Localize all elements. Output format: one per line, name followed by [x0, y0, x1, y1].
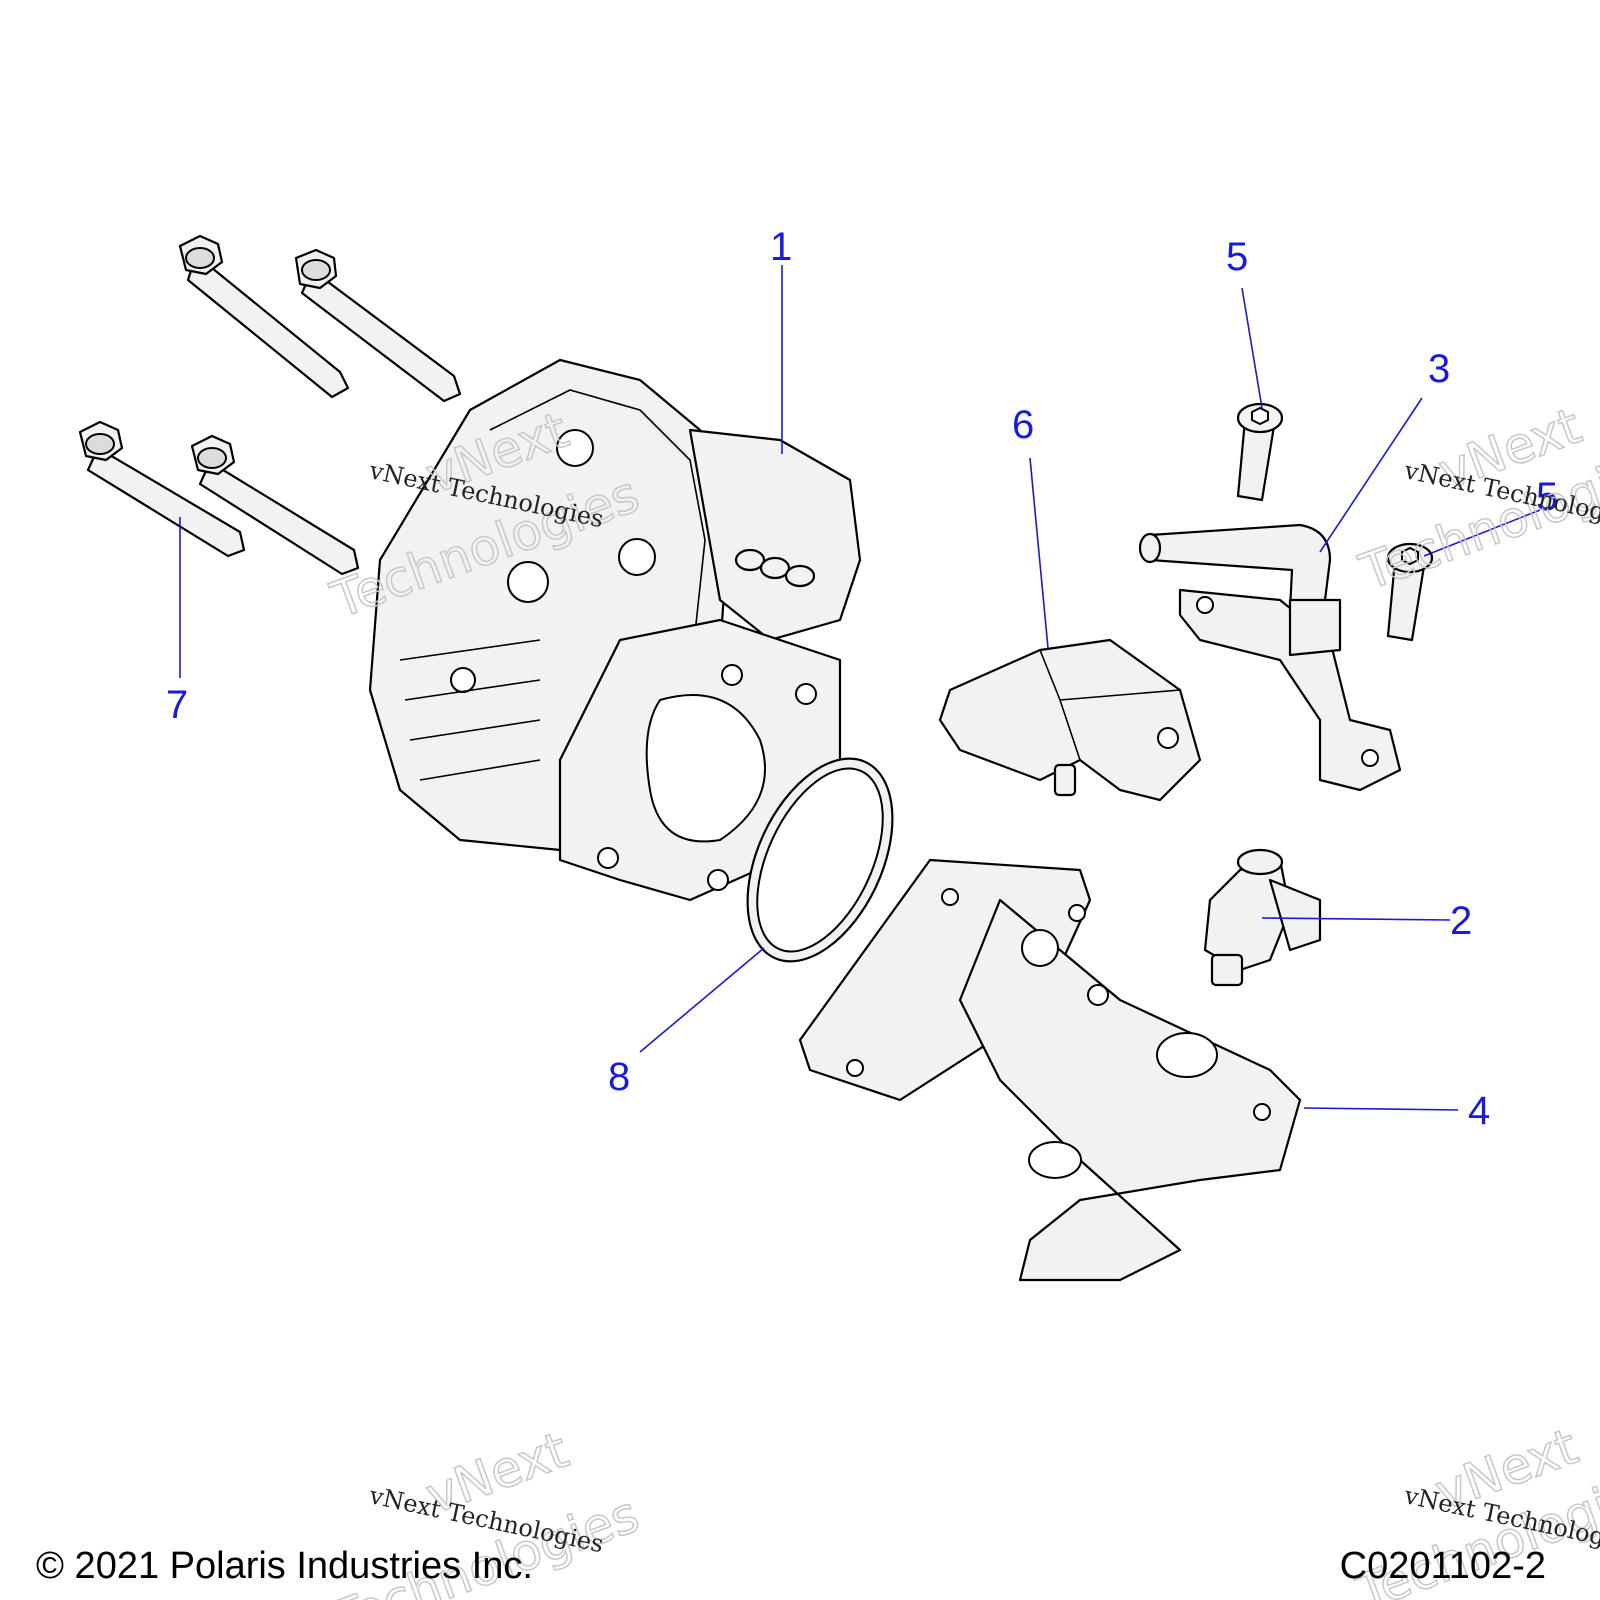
- callout-6: 6: [1012, 403, 1034, 447]
- callout-8: 8: [608, 1055, 630, 1099]
- callout-2: 2: [1450, 899, 1472, 943]
- o-ring: [746, 757, 894, 963]
- bolt-3: [78, 420, 246, 558]
- copyright-text: © 2021 Polaris Industries Inc.: [36, 1545, 533, 1587]
- drawing-id: C0201102-2: [1340, 1545, 1546, 1587]
- fuel-rail: [1138, 523, 1402, 792]
- throttle-body: [368, 358, 862, 902]
- callouts: 1 5 3 6 5 7 2 8 4: [166, 225, 1558, 1133]
- callout-7: 7: [166, 683, 188, 727]
- screw-upper: [1236, 402, 1284, 502]
- intake-manifold: [798, 858, 1302, 1282]
- callout-5-lower: 5: [1536, 475, 1558, 519]
- watermark-top-right: vNext Technologies vNext Technologies: [1351, 396, 1600, 603]
- bolt-2: [294, 248, 462, 403]
- bolt-group: [78, 234, 462, 576]
- callout-5-upper: 5: [1226, 235, 1248, 279]
- bolt-4: [190, 434, 360, 576]
- callout-1: 1: [770, 225, 792, 269]
- map-sensor: [938, 638, 1202, 802]
- bolt-1: [178, 234, 350, 399]
- fuel-injector: [1203, 848, 1322, 987]
- screw-lower: [1386, 542, 1434, 642]
- callout-4: 4: [1468, 1089, 1490, 1133]
- leader-lines: [179, 265, 1541, 1111]
- callout-3: 3: [1428, 347, 1450, 391]
